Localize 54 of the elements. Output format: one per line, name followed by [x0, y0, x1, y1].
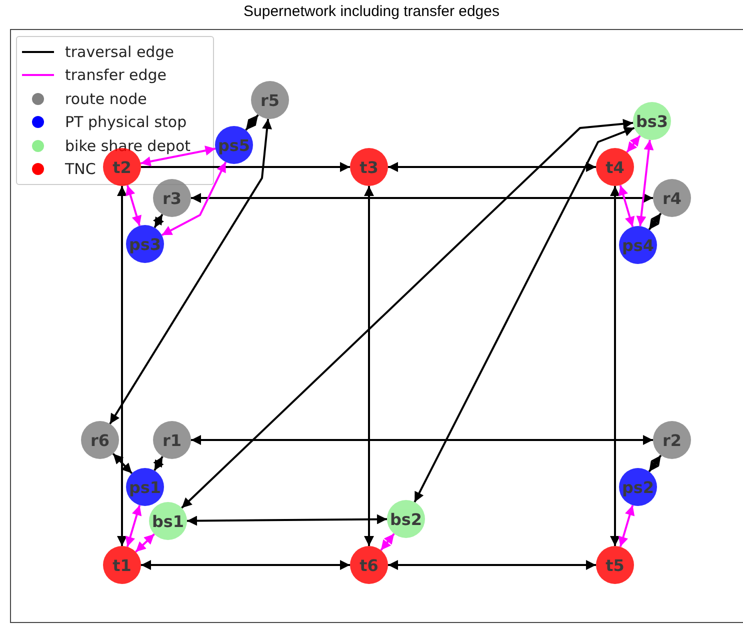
network-node: r1: [153, 421, 191, 459]
network-node: ps4: [619, 226, 657, 264]
arrow: [610, 186, 620, 546]
arrow: [380, 533, 395, 551]
legend-label: traversal edge: [65, 42, 174, 61]
legend-label: TNC: [65, 160, 96, 178]
network-node: r3: [153, 179, 191, 217]
arrow: [141, 560, 350, 570]
arrow: [618, 184, 635, 228]
network-node: bs1: [149, 502, 187, 540]
network-node: r4: [653, 179, 691, 217]
arrow: [109, 118, 272, 424]
arrow: [245, 114, 259, 131]
network-node: t1: [103, 546, 141, 584]
arrow: [414, 126, 635, 503]
arrow: [140, 146, 216, 166]
arrow: [618, 504, 635, 548]
network-node: t5: [596, 546, 634, 584]
arrow: [141, 162, 350, 172]
arrow: [161, 162, 227, 236]
legend-label: PT physical stop: [65, 113, 187, 132]
network-node: bs2: [387, 500, 425, 538]
arrow: [181, 118, 634, 509]
arrow: [388, 560, 596, 570]
arrow: [648, 212, 662, 230]
network-node: t6: [350, 546, 388, 584]
arrow: [191, 193, 653, 203]
network-node: bs3: [633, 102, 671, 140]
network-node: r5: [251, 81, 289, 119]
arrow: [364, 186, 374, 546]
network-node: ps3: [126, 225, 164, 263]
network-node: t4: [596, 148, 634, 186]
network-node: ps1: [126, 468, 164, 506]
arrow: [125, 504, 142, 548]
arrow: [191, 435, 653, 445]
arrow: [153, 214, 164, 228]
legend-label: transfer edge: [65, 66, 167, 84]
arrow: [187, 514, 387, 526]
arrow: [388, 162, 596, 172]
arrow: [112, 453, 133, 474]
arrow: [135, 533, 155, 553]
arrow: [648, 454, 662, 472]
network-node: r2: [653, 421, 691, 459]
arrow: [153, 456, 164, 472]
network-node: t3: [350, 148, 388, 186]
network-node: r6: [81, 421, 119, 459]
arrow: [126, 184, 142, 226]
network-node: ps2: [619, 468, 657, 506]
arrow: [626, 135, 641, 153]
chart-title: Supernetwork including transfer edges: [242, 3, 500, 20]
network-node: ps5: [215, 126, 253, 164]
arrow: [117, 186, 127, 546]
arrow: [636, 140, 654, 226]
legend-label: route node: [65, 90, 147, 108]
